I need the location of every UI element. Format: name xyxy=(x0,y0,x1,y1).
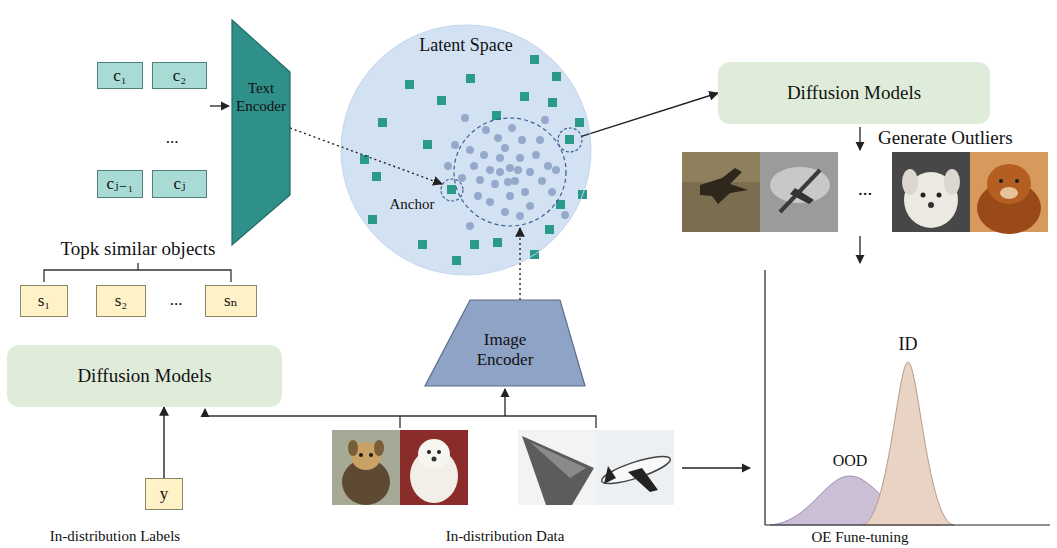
similar-object-box: s₂ xyxy=(96,285,146,317)
data-to-finetune-arrow xyxy=(682,467,750,468)
text-embedding-squares xyxy=(360,55,587,265)
caption-label: In-distribution Labels xyxy=(50,528,180,545)
image-encoder: Image Encoder xyxy=(425,300,585,386)
image-encoder-shape xyxy=(425,300,585,386)
curve-label: ID xyxy=(899,334,918,355)
ellipsis: ... xyxy=(858,178,872,200)
diffusion-model-box-text: Diffusion Models xyxy=(787,82,921,104)
latent-space-fill xyxy=(341,25,591,275)
concept-box: cⱼ xyxy=(152,170,207,198)
sampling-arrow xyxy=(581,93,718,136)
data-to-encoder-arrow xyxy=(504,389,505,416)
anchor-circle xyxy=(441,179,463,201)
text-encoder-text: Text Encoder xyxy=(234,80,288,115)
step-label: Generate Outliers xyxy=(878,127,1013,149)
concept-box-text: c₂ xyxy=(173,66,186,86)
data-to-diffusion-arrow xyxy=(204,409,205,416)
diffusion-model-box-text: Diffusion Models xyxy=(77,365,211,387)
in-distribution-cluster xyxy=(454,118,566,226)
caption-label: In-distribution Data xyxy=(446,528,565,545)
concept-box: c₂ xyxy=(152,62,207,89)
similar-object-box-text: s₁ xyxy=(38,291,51,311)
latent-space-region-shape xyxy=(341,25,591,275)
curve-label: OOD xyxy=(833,452,868,470)
generate-arrow xyxy=(859,127,860,150)
diffusion-model-box: Diffusion Models xyxy=(718,62,990,124)
text-encoder-outline xyxy=(232,20,290,245)
generated-outlier-images xyxy=(682,152,1048,234)
concept-box-text: cⱼ₋₁ xyxy=(107,174,134,194)
concept-box-text: cⱼ xyxy=(173,174,185,194)
ellipsis: ... xyxy=(170,290,183,310)
similar-object-box: sₙ xyxy=(205,285,257,317)
embedding-arrow xyxy=(519,228,520,300)
image-embedding-dots xyxy=(444,114,569,230)
concept-box: c₁ xyxy=(97,62,143,89)
similar-object-box: s₁ xyxy=(20,285,68,317)
topk-bracket xyxy=(44,263,231,282)
latent-space-region-text: Latent Space xyxy=(419,35,512,56)
concept-box-text: c₁ xyxy=(113,66,126,86)
text-encoder-shape xyxy=(232,20,290,245)
anchor-label: Anchor xyxy=(390,196,435,213)
in-distribution-images xyxy=(332,430,674,505)
score-distribution-chart xyxy=(765,270,1050,525)
data-bracket xyxy=(205,416,596,428)
caption-label: OE Fune-tuning xyxy=(811,529,908,546)
concept-box: cⱼ₋₁ xyxy=(97,170,143,198)
latent-space-region-outline xyxy=(341,25,591,275)
embedding-arrow xyxy=(290,128,442,184)
image-encoder-text: Image Encoder xyxy=(465,330,545,369)
latent-space-region: Latent Space xyxy=(341,25,591,275)
similar-object-box-text: sₙ xyxy=(224,291,238,311)
outlier-to-finetune-arrow xyxy=(859,236,860,263)
sampled-outlier-circle xyxy=(558,128,582,152)
label-box-text: y xyxy=(160,484,169,504)
group-label: Topk similar objects xyxy=(61,238,216,260)
label-box: y xyxy=(145,478,183,510)
similar-object-box-text: s₂ xyxy=(115,291,128,311)
concept-arrow xyxy=(210,105,229,106)
text-encoder: Text Encoder xyxy=(232,20,290,245)
diffusion-model-box: Diffusion Models xyxy=(7,345,282,407)
condition-arrow xyxy=(163,407,164,478)
ellipsis: ... xyxy=(166,128,179,148)
